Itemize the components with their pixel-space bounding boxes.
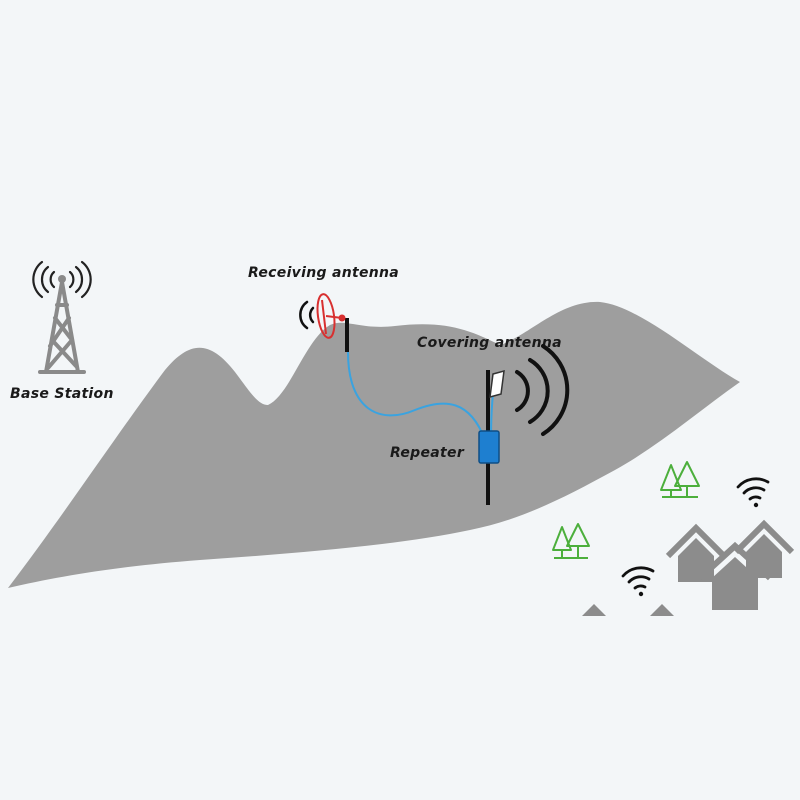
panel-antenna-icon <box>489 369 505 399</box>
house-icon <box>650 604 674 616</box>
wifi-signal-icon <box>32 260 92 299</box>
repeater-label: Repeater <box>390 445 465 461</box>
house-icon <box>665 523 727 582</box>
mountain <box>8 301 740 588</box>
receiving-antenna-label: Receiving antenna <box>248 265 399 281</box>
base-station-label: Base Station <box>10 386 114 402</box>
tower-top-icon <box>58 275 66 283</box>
satellite-dish-icon <box>316 293 346 339</box>
house-icon <box>697 541 773 610</box>
antenna-cable <box>347 351 486 441</box>
tree-icon <box>660 461 700 498</box>
covering-antenna-label: Covering antenna <box>417 335 562 351</box>
tree-icon <box>552 523 590 559</box>
radio-tower-icon <box>38 280 86 374</box>
wifi-signal-icon <box>299 300 315 330</box>
wifi-signal-icon <box>621 566 655 597</box>
wifi-signal-icon <box>515 344 570 436</box>
repeater-box-icon <box>478 430 500 464</box>
house-icon <box>582 604 606 616</box>
wifi-signal-icon <box>736 477 770 508</box>
